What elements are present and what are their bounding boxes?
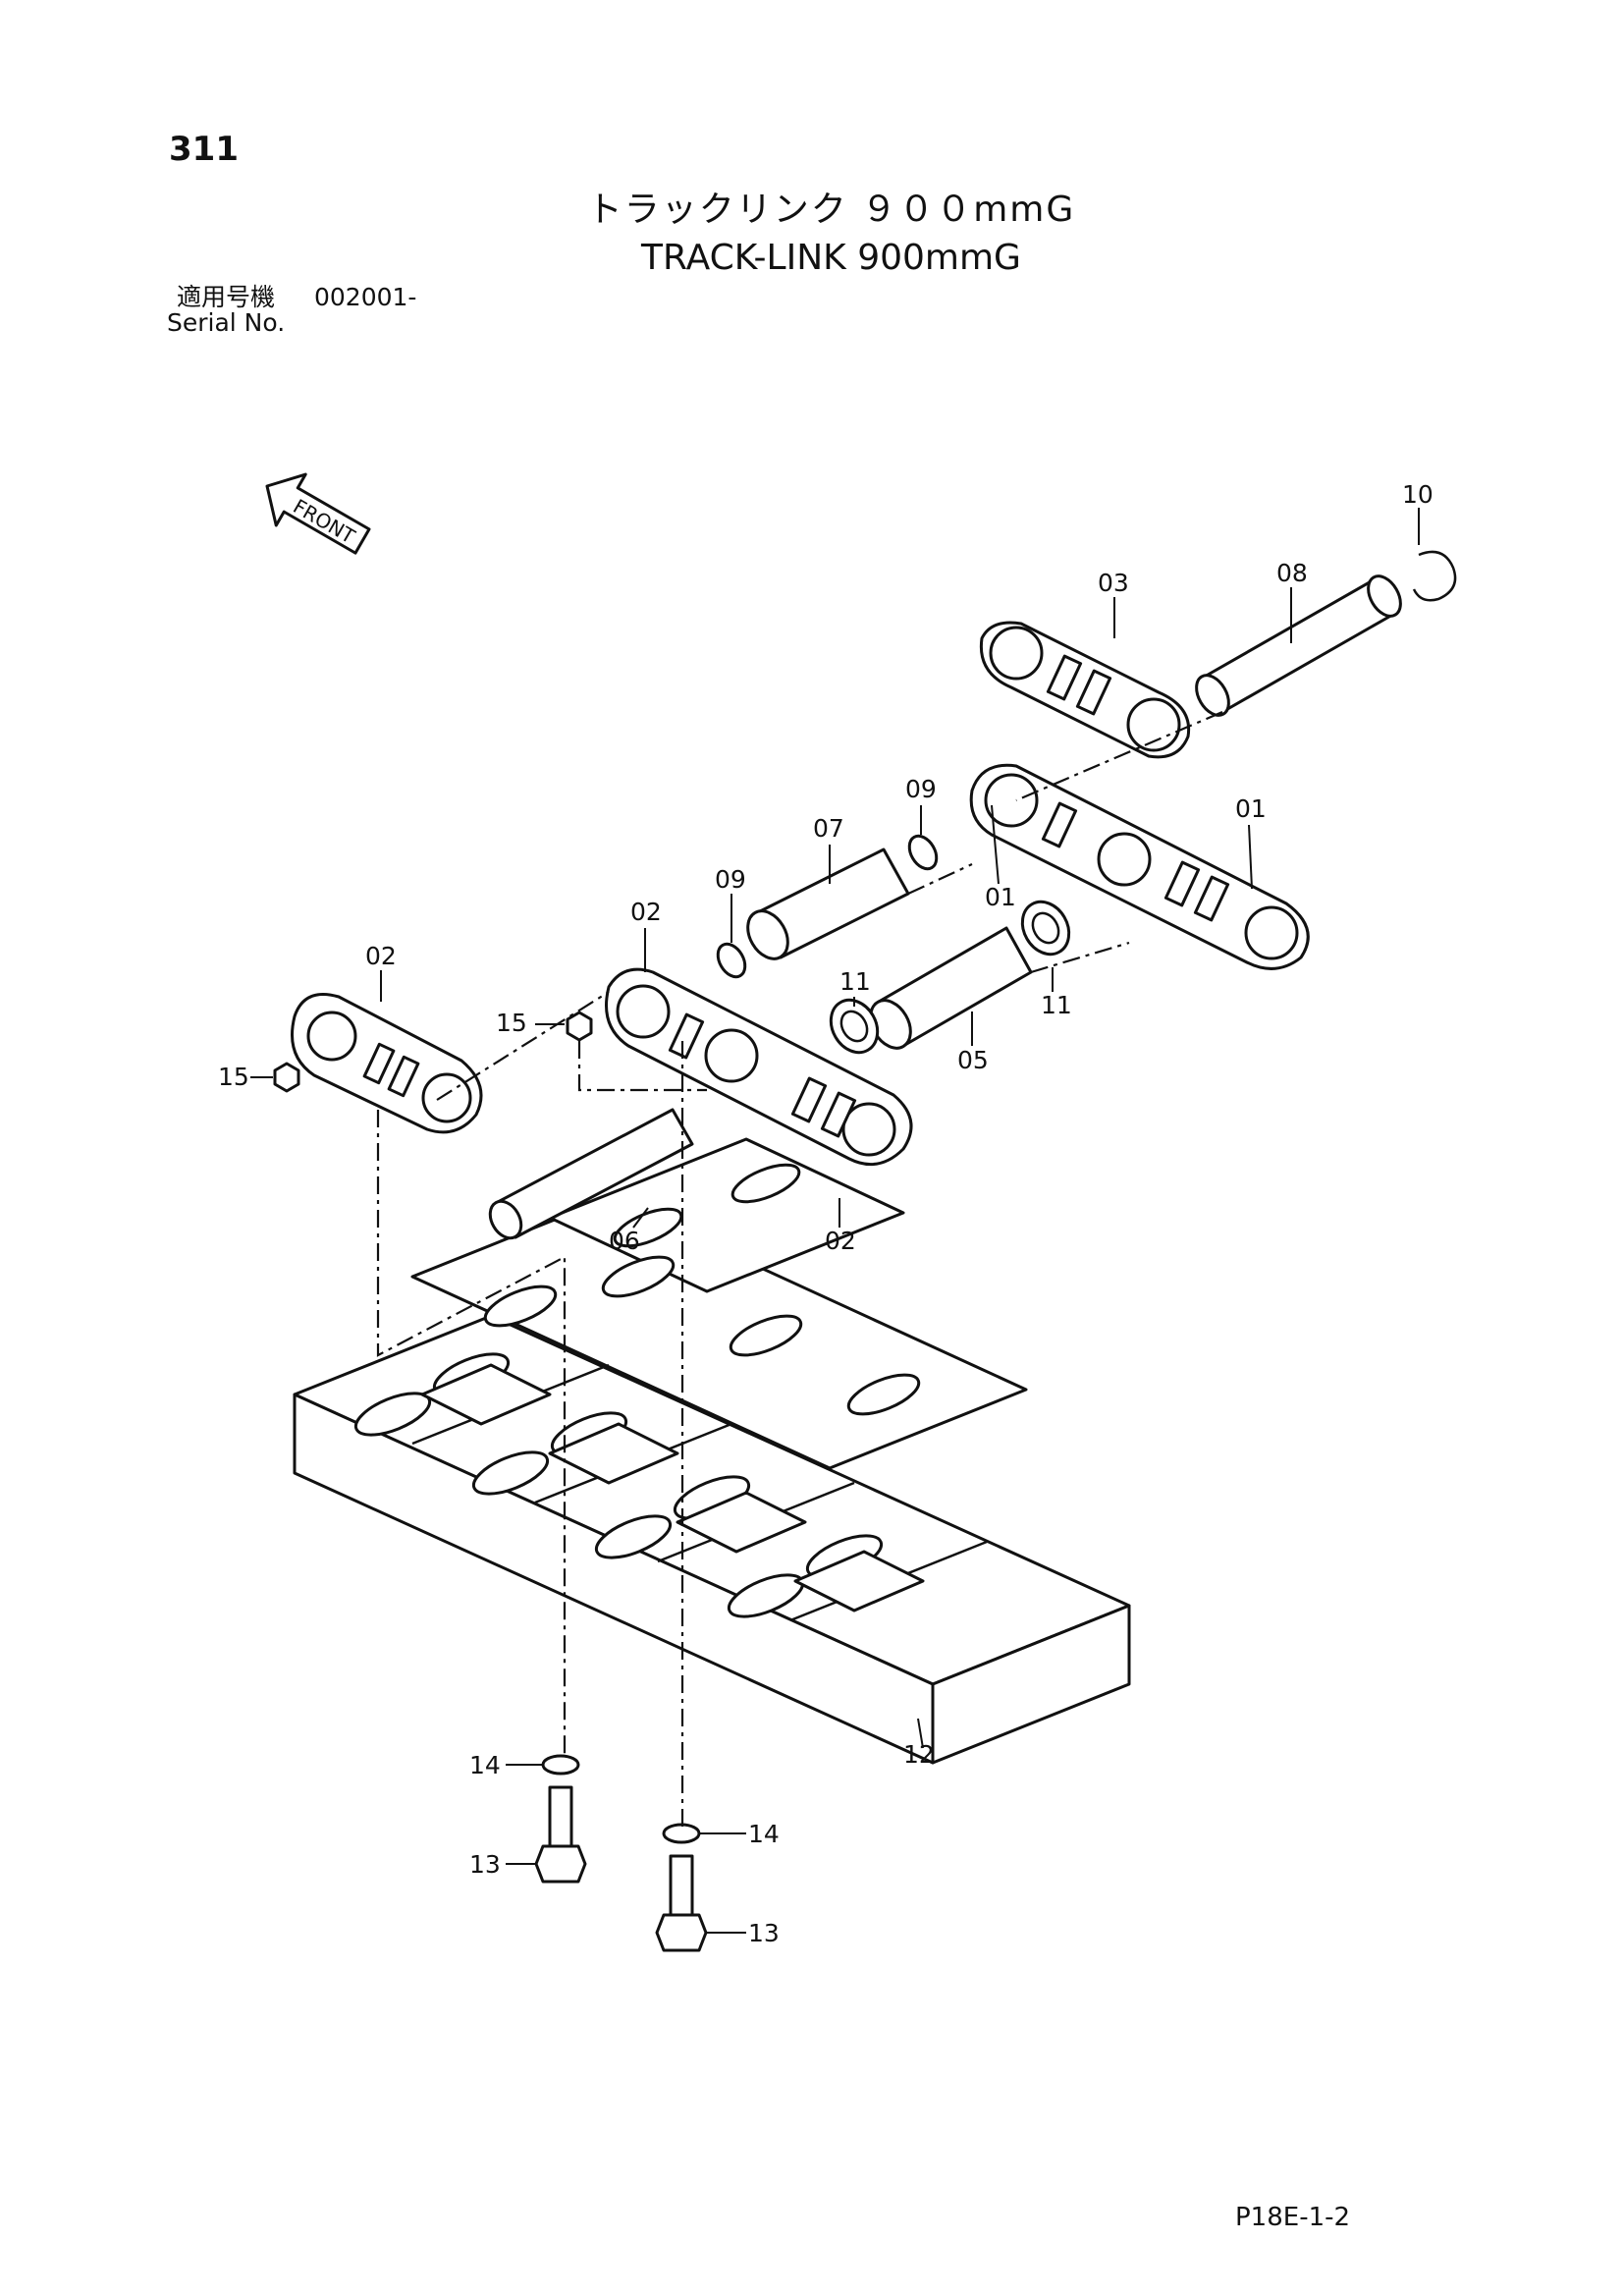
callout-14-right: 14 <box>748 1820 780 1848</box>
seal-11-right <box>1020 900 1071 957</box>
callout-15-left: 15 <box>218 1063 249 1091</box>
callout-09-upper: 09 <box>905 775 937 803</box>
pin-08 <box>1195 574 1402 717</box>
link-01-pair <box>969 763 1310 970</box>
link-03 <box>979 621 1191 759</box>
bushing-07 <box>746 847 910 960</box>
callout-11-right: 11 <box>1041 991 1072 1019</box>
serial-label-japanese: 適用号機 <box>177 283 276 311</box>
callout-11-left: 11 <box>839 967 871 996</box>
leader-lines <box>250 508 1420 1934</box>
callout-08: 08 <box>1276 559 1308 587</box>
front-arrow-icon: FRONT <box>265 472 371 555</box>
link-02-middle <box>605 967 913 1167</box>
callout-13-left: 13 <box>469 1850 501 1879</box>
callout-01-left: 01 <box>985 883 1016 911</box>
callout-02-middle: 02 <box>630 898 662 926</box>
title-japanese: トラックリンク ９００mmG <box>586 190 1076 230</box>
callout-15-middle: 15 <box>496 1009 527 1037</box>
callout-06: 06 <box>609 1227 640 1255</box>
title-english: TRACK-LINK 900mmG <box>641 238 1021 278</box>
pin-06 <box>488 1108 694 1240</box>
callout-02-left: 02 <box>365 942 397 970</box>
serial-label-english: Serial No. <box>167 308 286 337</box>
bolt-13-right <box>655 1854 708 1952</box>
nut-15-left <box>273 1062 300 1093</box>
bushing-05 <box>869 926 1033 1050</box>
callout-13-right: 13 <box>748 1919 780 1947</box>
washer-09-lower <box>716 942 747 979</box>
snap-ring-10 <box>1412 550 1457 602</box>
callout-12: 12 <box>903 1740 935 1769</box>
assembly-center-lines <box>376 710 1223 1827</box>
page-number: 311 <box>169 130 239 169</box>
callout-09-lower: 09 <box>715 865 746 894</box>
nut-15-middle <box>566 1011 593 1042</box>
callout-05: 05 <box>957 1046 989 1074</box>
callout-03: 03 <box>1098 569 1129 597</box>
track-shoe-assembly <box>293 1137 1131 1765</box>
serial-number-value: 002001- <box>314 283 417 311</box>
link-02-left <box>291 993 483 1134</box>
callout-01-right: 01 <box>1235 794 1267 823</box>
washer-14-left <box>541 1754 580 1776</box>
callout-02-lower: 02 <box>825 1227 856 1255</box>
washer-09-upper <box>907 834 939 871</box>
callout-10: 10 <box>1402 480 1434 509</box>
callout-07: 07 <box>813 814 844 843</box>
callout-14-left: 14 <box>469 1751 501 1779</box>
page-code: P18E-1-2 <box>1235 2203 1351 2232</box>
washer-14-right <box>662 1823 701 1844</box>
bolt-13-left <box>534 1785 587 1884</box>
seal-11-left <box>829 998 880 1055</box>
